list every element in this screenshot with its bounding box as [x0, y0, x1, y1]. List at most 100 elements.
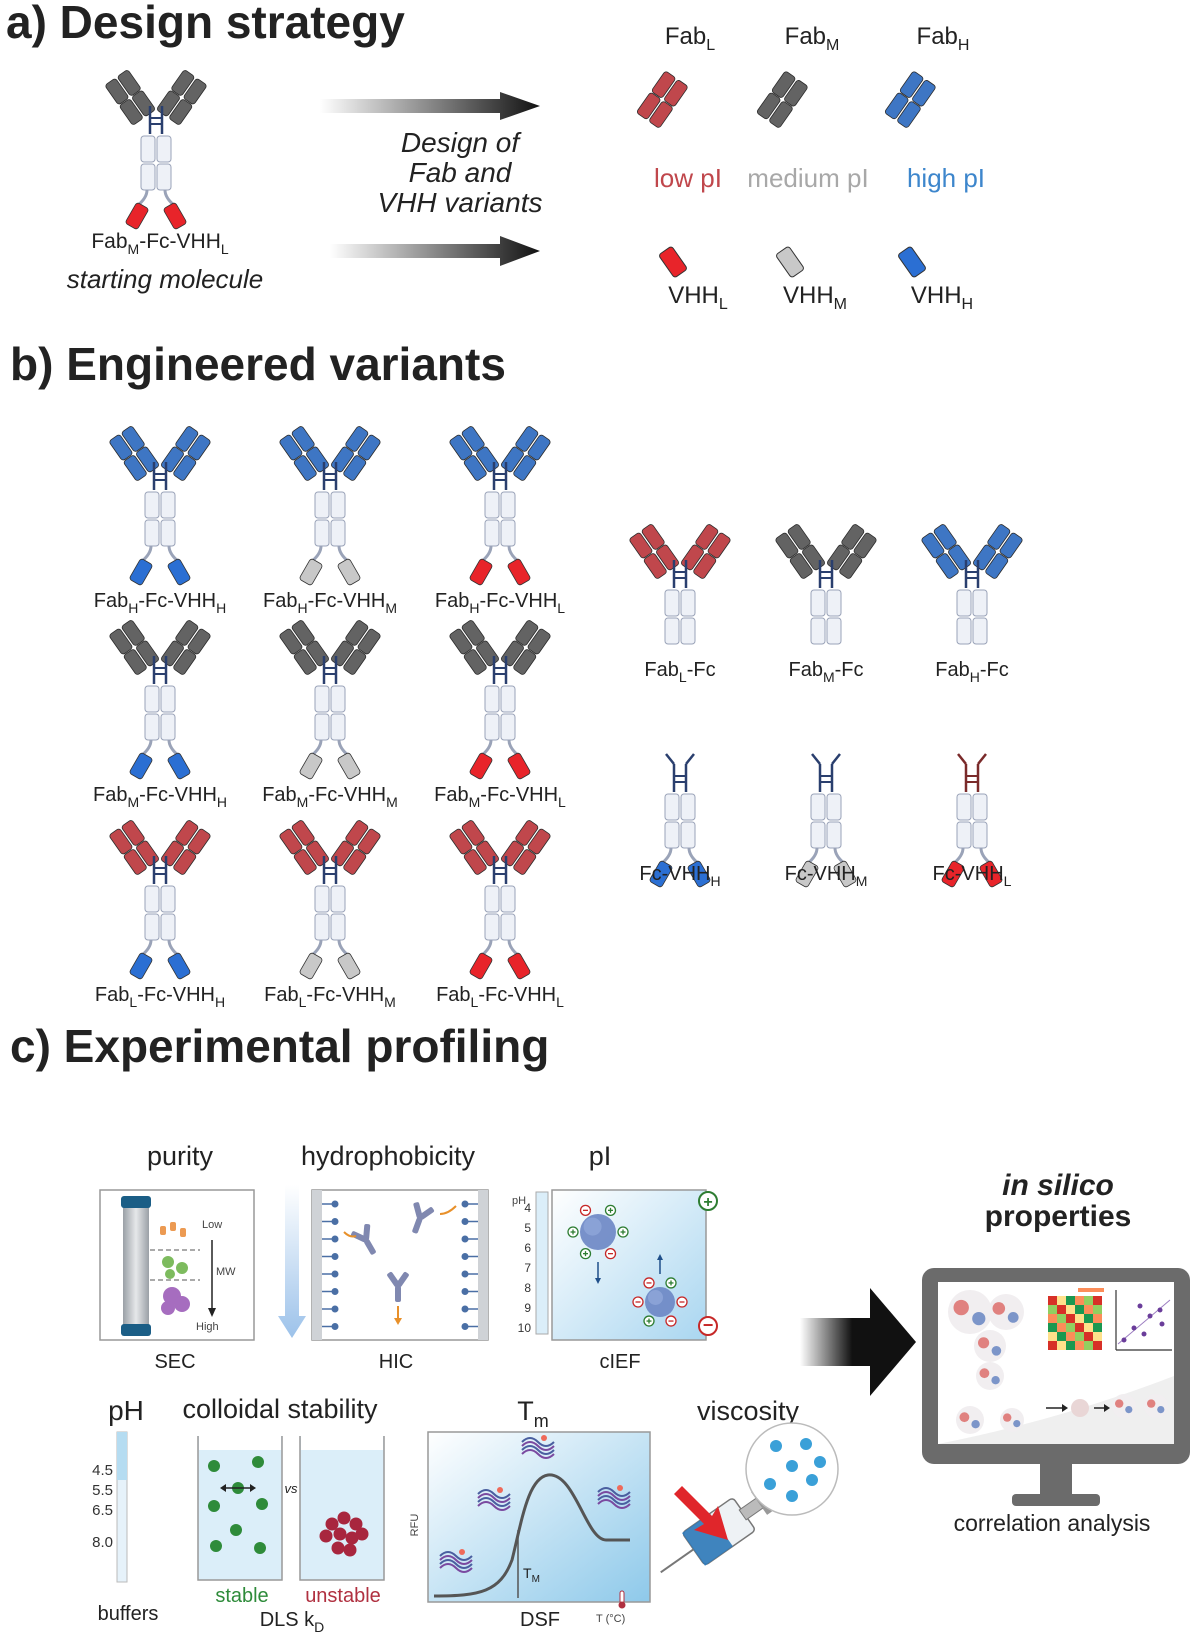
ph-axis-label: pH — [512, 1195, 526, 1207]
buffer-tick: 6.5 — [92, 1502, 113, 1519]
hic-antibodies — [343, 1202, 457, 1325]
fab-med-domain — [756, 71, 808, 128]
buffer-ticks: 4.5 5.5 6.5 8.0 — [92, 1462, 113, 1551]
fab-med-header: FabM — [785, 23, 840, 54]
vhh-high-domain — [898, 246, 926, 278]
stable-particles — [208, 1456, 268, 1554]
starting-molecule-formula: FabM-Fc-VHHL — [91, 230, 229, 257]
high-pi-label: high pI — [907, 163, 985, 193]
fab-high-header: FabH — [917, 23, 970, 54]
dsf-panel — [427, 1431, 651, 1603]
hydrophobicity-title: hydrophobicity — [301, 1141, 476, 1171]
monitor-base — [1012, 1494, 1100, 1506]
sec-high-label: High — [196, 1321, 219, 1333]
unstable-particles — [319, 1511, 369, 1557]
dls-caption: DLS kD — [260, 1609, 325, 1632]
sec-column-cap-top — [121, 1196, 151, 1208]
variant-label: FabL-Fc-VHHH — [95, 984, 225, 1010]
design-text-line-2: Fab and — [409, 157, 513, 188]
viscosity-title: viscosity — [697, 1396, 800, 1426]
vhh-low-label: VHHL — [668, 282, 728, 313]
sec-column-cap-bottom — [121, 1324, 151, 1336]
hic-ligands — [322, 1200, 478, 1330]
stable-label: stable — [215, 1585, 268, 1607]
hic-caption: HIC — [379, 1351, 413, 1373]
ph-tick: 4 — [524, 1201, 531, 1215]
thermometer-icon — [618, 1590, 626, 1609]
buffer-tick: 4.5 — [92, 1462, 113, 1479]
design-text-line-1: Design of — [401, 127, 523, 158]
viscosity-particles — [764, 1438, 826, 1502]
unstable-cuvette — [299, 1436, 385, 1581]
properties-title: properties — [985, 1200, 1132, 1233]
vhh-high-label: VHHH — [911, 282, 973, 313]
variant-label: Fc-VHHM — [785, 863, 868, 889]
variant-label: Fc-VHHL — [933, 863, 1012, 889]
tm-marker-label: TM — [523, 1565, 540, 1585]
dsf-caption: DSF — [520, 1609, 560, 1631]
analysis-screen-content — [948, 1288, 1172, 1434]
starting-molecule-caption: starting molecule — [67, 264, 264, 294]
variant-fab-fc — [921, 524, 1023, 645]
sec-mw-label: MW — [216, 1266, 236, 1278]
variant-fab-fc-vhh — [109, 820, 211, 980]
variant-fc-vhh — [941, 753, 1003, 888]
variant-fab-fc-vhh — [449, 820, 551, 980]
anode-icon — [698, 1191, 718, 1211]
design-text-line-3: VHH variants — [378, 187, 543, 218]
variant-label: FabM-Fc-VHHL — [434, 784, 566, 810]
in-silico-title: in silico — [1002, 1169, 1114, 1202]
buffer-tick: 8.0 — [92, 1534, 113, 1551]
variant-label: FabL-Fc — [644, 659, 715, 685]
variant-fab-fc — [629, 524, 731, 645]
stable-cuvette-top — [199, 1436, 281, 1450]
correlation-arrow — [800, 1288, 916, 1396]
section-a-title: a) Design strategy — [6, 0, 405, 48]
hic-right-wall — [478, 1190, 488, 1340]
colloidal-title: colloidal stability — [182, 1394, 378, 1424]
ph-tick: 6 — [524, 1241, 531, 1255]
variant-label: FabM-Fc-VHHM — [262, 784, 398, 810]
unstable-label: unstable — [305, 1585, 381, 1607]
low-pi-label: low pI — [654, 163, 722, 193]
fab-high-domain — [884, 71, 936, 128]
variant-label: FabH-Fc-VHHH — [94, 590, 226, 616]
variant-fab-fc-vhh — [279, 426, 381, 586]
pressure-arrow — [674, 1486, 728, 1540]
cathode-icon — [698, 1316, 718, 1336]
variant-label: Fc-VHHH — [639, 863, 720, 889]
hic-left-wall — [312, 1190, 322, 1340]
anode-plus: + — [703, 1194, 712, 1211]
rfu-label: RFU — [409, 1514, 421, 1537]
cief-panel — [551, 1189, 707, 1341]
sec-caption: SEC — [154, 1351, 195, 1373]
temperature-axis-label: T (°C) — [596, 1613, 625, 1625]
vhh-low-domain — [659, 246, 687, 278]
variant-fab-fc-vhh — [449, 426, 551, 586]
buffers-caption: buffers — [98, 1603, 159, 1625]
design-arrow-vhh — [330, 236, 540, 266]
vs-label: vs — [285, 1481, 299, 1496]
buffer-strip-top — [117, 1432, 127, 1480]
variant-label: FabH-Fc-VHHM — [263, 590, 397, 616]
ph-tick: 9 — [524, 1301, 531, 1315]
ph-tick: 8 — [524, 1281, 531, 1295]
medium-pi-label: medium pI — [747, 163, 868, 193]
unstable-cuvette-top — [301, 1436, 383, 1450]
monitor-stand — [1040, 1464, 1072, 1494]
variant-fab-fc-vhh — [279, 820, 381, 980]
sec-medium-particles — [162, 1256, 188, 1279]
section-c-title: c) Experimental profiling — [10, 1020, 549, 1072]
ph-tick: 10 — [518, 1321, 532, 1335]
variant-label: FabM-Fc-VHHH — [93, 784, 227, 810]
cief-proteins — [567, 1204, 688, 1327]
ph-title: pH — [108, 1395, 144, 1426]
design-arrow-fab — [320, 92, 540, 120]
starting-molecule-diagram — [105, 70, 207, 230]
buffer-tick: 5.5 — [92, 1482, 113, 1499]
variant-label: FabH-Fc — [935, 659, 1008, 685]
variant-fab-fc-vhh — [279, 620, 381, 780]
correlation-caption: correlation analysis — [954, 1510, 1151, 1536]
